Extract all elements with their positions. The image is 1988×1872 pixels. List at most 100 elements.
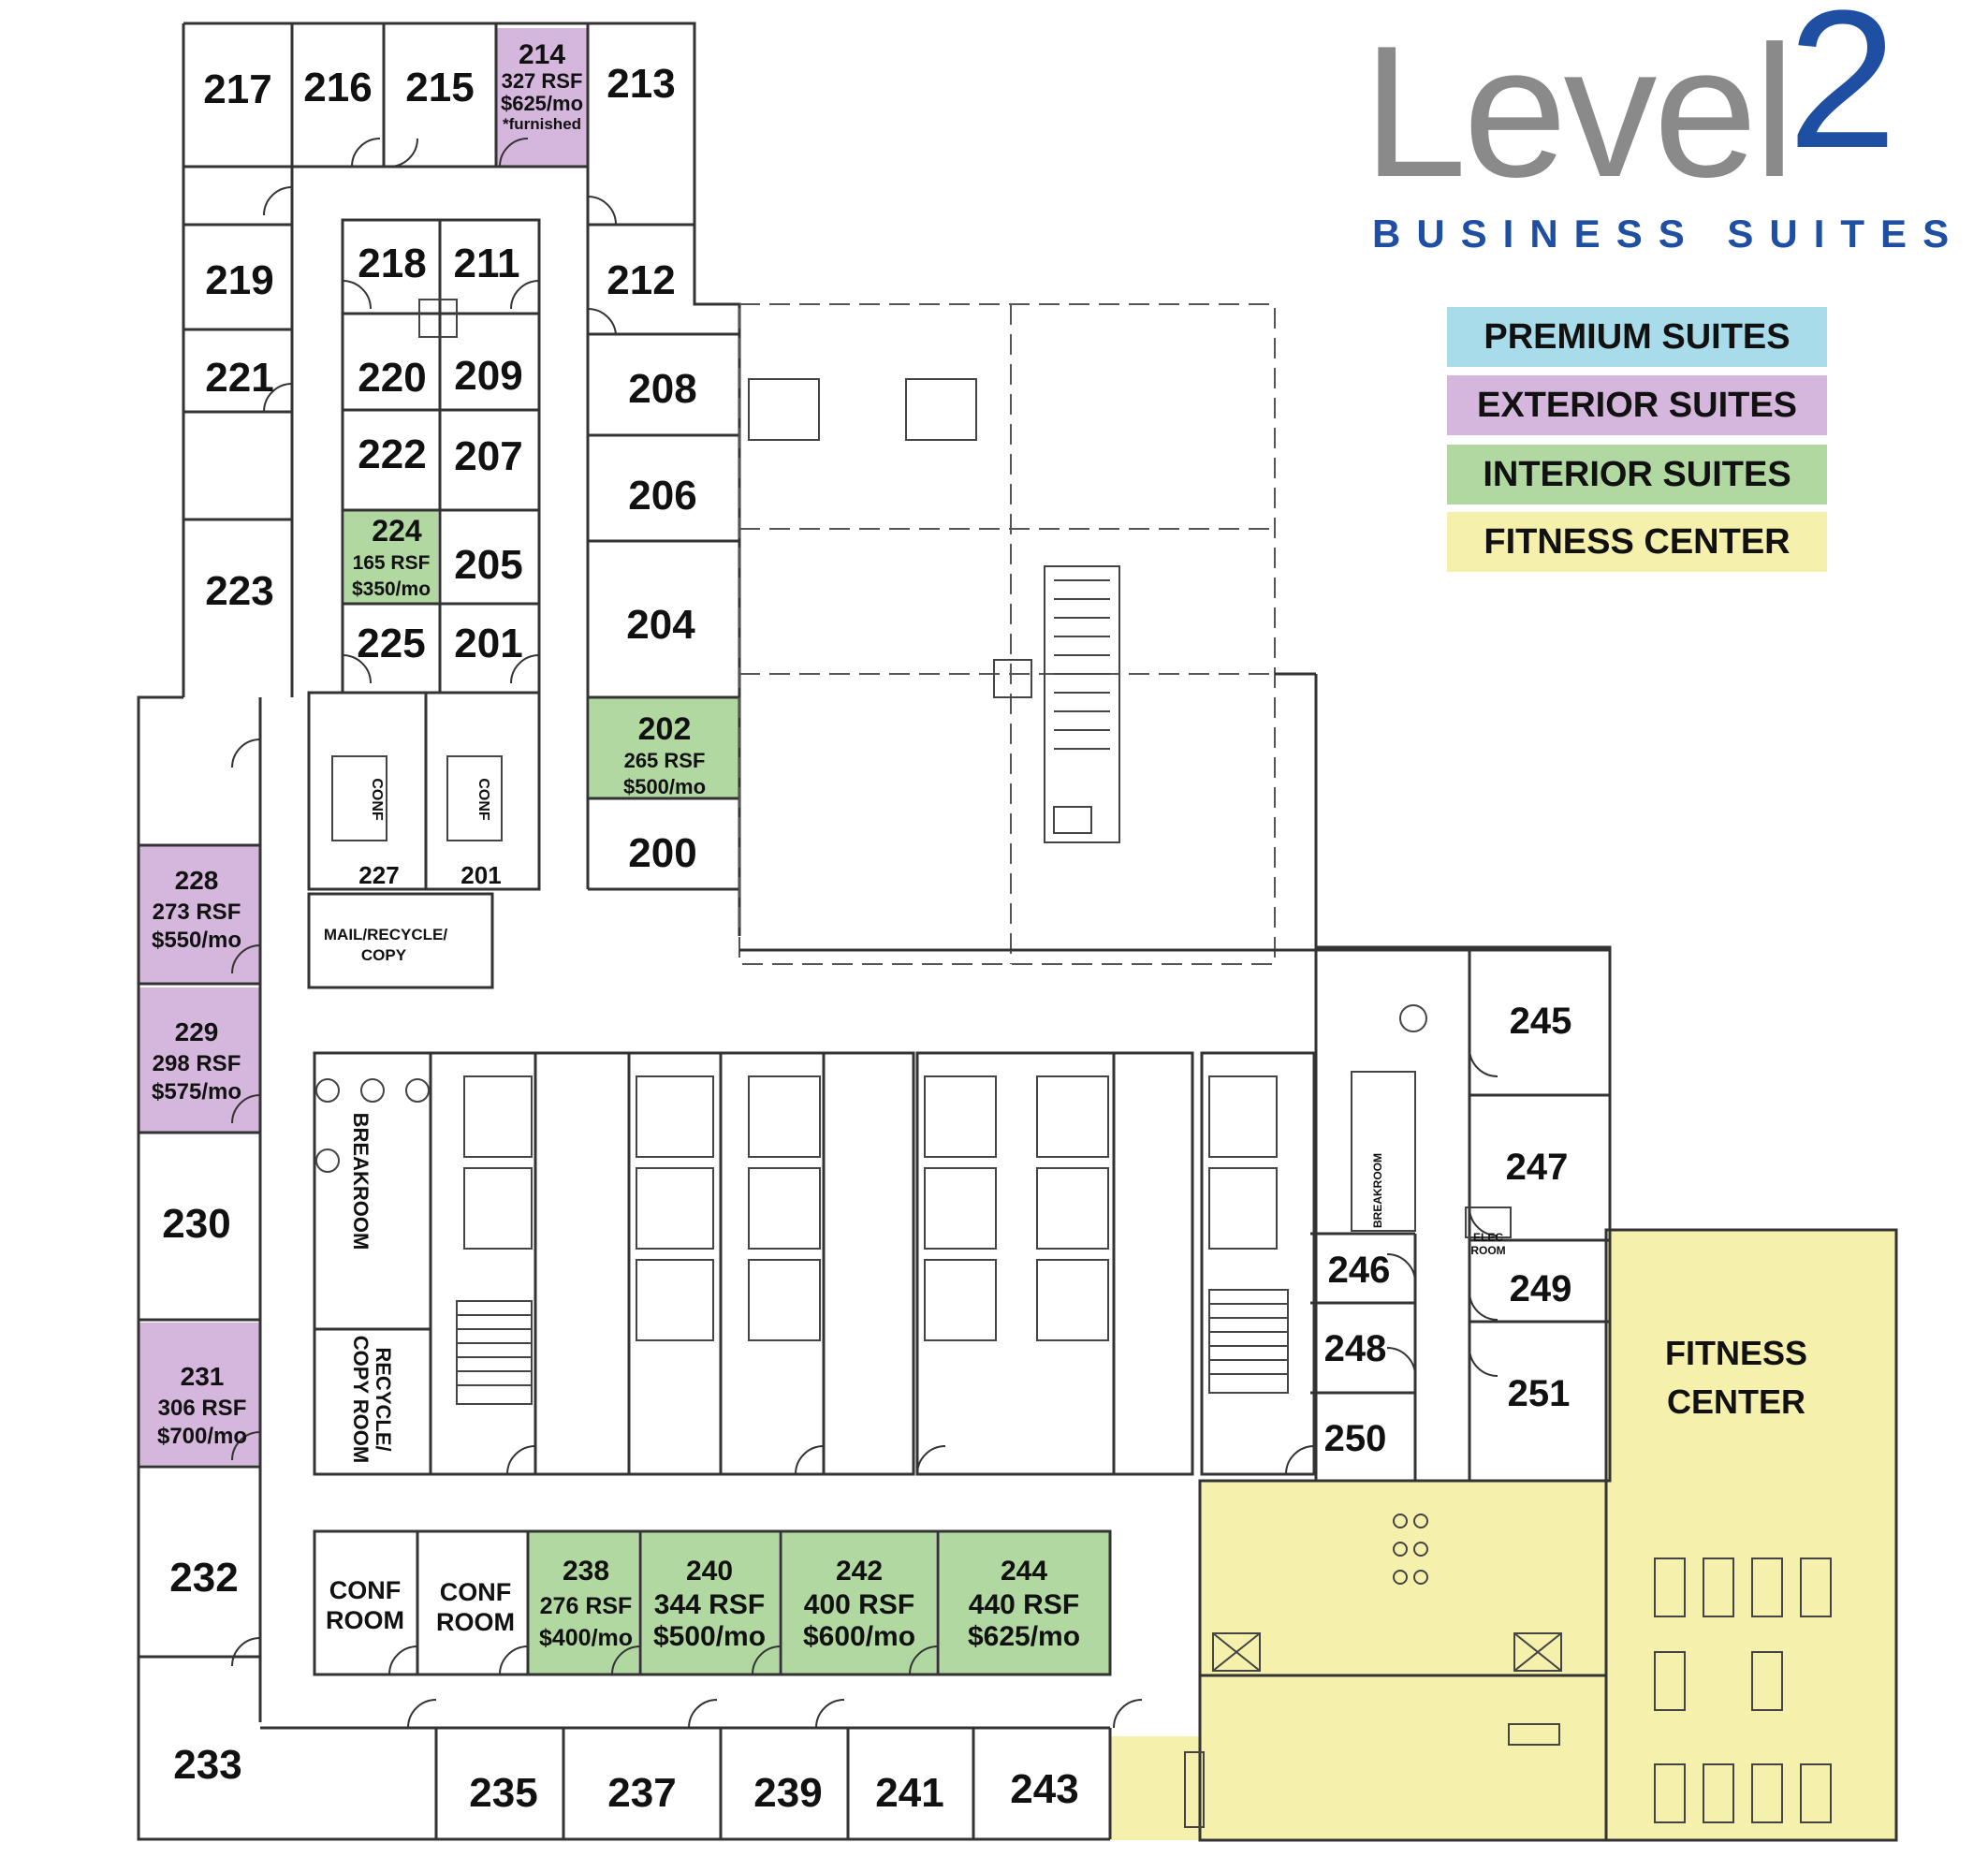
- room-229: 229: [175, 1017, 219, 1046]
- room-240-rsf: 344 RSF: [654, 1589, 765, 1620]
- conf-room-1-line2: ROOM: [326, 1606, 404, 1634]
- logo-subtitle: BUSINESS SUITES: [1372, 212, 1966, 256]
- logo-level-number: 2: [1788, 0, 1897, 189]
- room-212: 212: [607, 257, 675, 303]
- legend-interior-suites: INTERIOR SUITES: [1447, 445, 1827, 505]
- room-238: 238: [563, 1556, 609, 1587]
- room-228: 228: [175, 866, 219, 895]
- room-214: 214: [519, 39, 565, 70]
- fitness-center-line1: FITNESS: [1664, 1334, 1807, 1372]
- room-224-price: $350/mo: [352, 578, 431, 600]
- room-238-rsf: 276 RSF: [540, 1593, 633, 1619]
- legend-fitness-center: FITNESS CENTER: [1447, 512, 1827, 572]
- elec-room-label-2: ROOM: [1470, 1244, 1505, 1257]
- suite-fill-238: [528, 1531, 638, 1675]
- room-241: 241: [875, 1770, 943, 1816]
- room-240-price: $500/mo: [653, 1621, 766, 1652]
- room-247: 247: [1506, 1147, 1569, 1188]
- room-249: 249: [1510, 1268, 1572, 1309]
- conf-room-1-line1: CONF: [329, 1576, 402, 1604]
- suite-fill-229: [139, 987, 260, 1133]
- room-246: 246: [1328, 1250, 1391, 1291]
- room-231: 231: [181, 1362, 225, 1391]
- fitness-fill-main: [1606, 1230, 1896, 1840]
- room-242-price: $600/mo: [803, 1621, 915, 1652]
- doors: [231, 138, 1498, 1729]
- conf-table-label-b: CONF: [475, 778, 491, 821]
- room-200: 200: [628, 830, 696, 876]
- copy-label: COPY: [361, 946, 407, 964]
- room-251: 251: [1508, 1373, 1571, 1414]
- room-224-rsf: 165 RSF: [353, 552, 431, 574]
- suite-fill-242: [781, 1531, 936, 1675]
- room-216: 216: [303, 65, 372, 110]
- room-202-rsf: 265 RSF: [624, 749, 706, 772]
- suite-fill-240: [640, 1531, 779, 1675]
- room-201: 201: [454, 621, 522, 666]
- room-202-price: $500/mo: [623, 775, 706, 798]
- room-250: 250: [1324, 1418, 1387, 1459]
- room-244-rsf: 440 RSF: [969, 1589, 1079, 1620]
- room-231-price: $700/mo: [157, 1424, 247, 1449]
- room-228-price: $550/mo: [152, 928, 241, 953]
- legend-premium-suites: PREMIUM SUITES: [1447, 307, 1827, 367]
- room-217: 217: [203, 66, 271, 112]
- suite-fill-244: [938, 1531, 1110, 1675]
- room-244: 244: [1001, 1556, 1047, 1587]
- room-214-price: $625/mo: [501, 92, 583, 115]
- room-244-price: $625/mo: [968, 1621, 1080, 1652]
- room-208: 208: [628, 366, 696, 412]
- suite-fill-228: [139, 845, 260, 984]
- room-202: 202: [638, 711, 692, 747]
- room-204: 204: [626, 602, 695, 648]
- room-245: 245: [1510, 1001, 1572, 1042]
- building-walls: [137, 22, 1898, 1842]
- room-206: 206: [628, 473, 696, 519]
- room-229-price: $575/mo: [152, 1079, 241, 1104]
- small-breakroom-label: BREAKROOM: [1371, 1153, 1384, 1228]
- room-228-rsf: 273 RSF: [153, 899, 241, 925]
- room-214-note: *furnished: [503, 115, 581, 133]
- room-218: 218: [358, 241, 426, 286]
- conf-room-2-line2: ROOM: [436, 1608, 515, 1636]
- breakroom-label: BREAKROOM: [349, 1113, 373, 1250]
- room-211: 211: [454, 241, 520, 286]
- room-230: 230: [162, 1201, 230, 1247]
- room-207: 207: [454, 433, 522, 479]
- room-232: 232: [169, 1555, 238, 1601]
- room-209: 209: [454, 353, 522, 399]
- elec-room-label-1: ELEC: [1473, 1231, 1503, 1244]
- room-248: 248: [1324, 1328, 1387, 1369]
- room-223: 223: [205, 568, 273, 614]
- fitness-center-label: FITNESS CENTER: [1629, 1329, 1844, 1426]
- room-231-rsf: 306 RSF: [158, 1396, 247, 1421]
- room-233: 233: [173, 1742, 241, 1788]
- room-242: 242: [836, 1556, 883, 1587]
- room-243: 243: [1010, 1766, 1078, 1812]
- room-224: 224: [372, 514, 422, 548]
- room-237: 237: [607, 1770, 676, 1816]
- room-215: 215: [405, 65, 474, 110]
- conf-room-2-line1: CONF: [440, 1578, 512, 1606]
- conf-room-201: 201: [460, 861, 501, 889]
- room-239: 239: [753, 1770, 822, 1816]
- conf-table-label-a: CONF: [369, 778, 385, 821]
- room-221: 221: [205, 355, 273, 401]
- suite-fill-202: [590, 697, 739, 798]
- room-219: 219: [205, 257, 273, 303]
- room-229-rsf: 298 RSF: [153, 1051, 241, 1076]
- logo-level-text: Level: [1363, 7, 1795, 216]
- conf-room-227: 227: [358, 861, 399, 889]
- room-213: 213: [607, 61, 675, 107]
- room-222: 222: [358, 431, 426, 477]
- copy-room-label: COPY ROOM: [349, 1336, 373, 1464]
- room-214-rsf: 327 RSF: [502, 69, 583, 93]
- room-235: 235: [469, 1770, 537, 1816]
- recycle-label: RECYCLE/: [372, 1347, 395, 1451]
- room-205: 205: [454, 542, 522, 588]
- legend-exterior-suites: EXTERIOR SUITES: [1447, 375, 1827, 435]
- mail-recycle-label: MAIL/RECYCLE/: [324, 926, 448, 943]
- suite-fill-224: [344, 510, 438, 604]
- room-238-price: $400/mo: [539, 1625, 633, 1651]
